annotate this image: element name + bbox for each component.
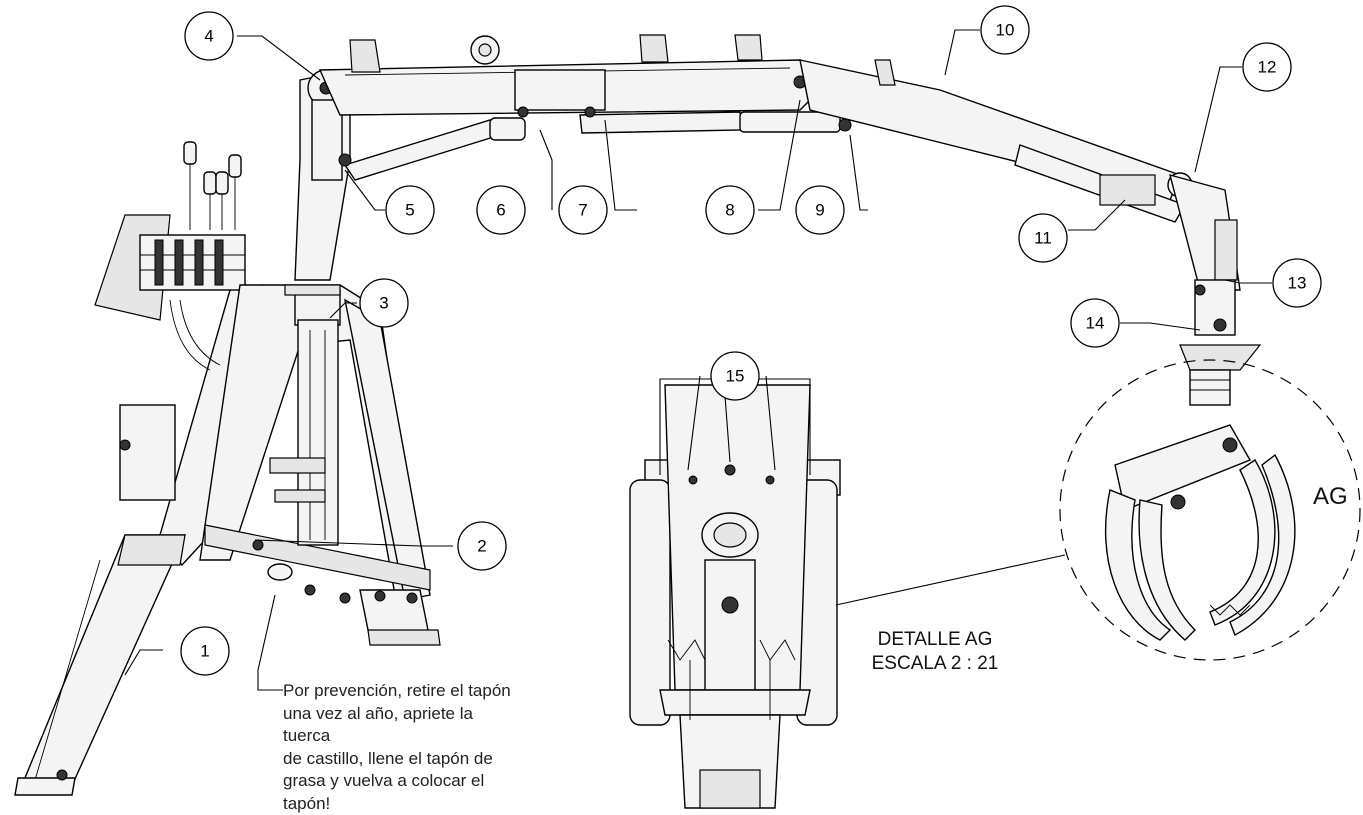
callout-2: 2 — [458, 522, 506, 570]
svg-text:9: 9 — [815, 201, 824, 220]
callout-9: 9 — [796, 186, 844, 234]
maintenance-note: Por prevención, retire el tapón una vez … — [283, 680, 523, 815]
callout-8: 8 — [706, 186, 754, 234]
detail-caption: DETALLE AG ESCALA 2 : 21 — [820, 628, 1050, 676]
rotator — [1180, 280, 1260, 405]
callout-11: 11 — [1019, 214, 1067, 262]
svg-text:4: 4 — [204, 27, 213, 46]
callout-14: 14 — [1071, 299, 1119, 347]
svg-text:6: 6 — [496, 201, 505, 220]
svg-text:12: 12 — [1258, 58, 1277, 77]
svg-text:10: 10 — [996, 21, 1015, 40]
callout-7: 7 — [559, 186, 607, 234]
callout-3: 3 — [360, 279, 408, 327]
callout-4: 4 — [185, 12, 233, 60]
svg-text:8: 8 — [725, 201, 734, 220]
callout-15: 15 — [711, 352, 759, 400]
svg-text:5: 5 — [405, 201, 414, 220]
callout-10: 10 — [981, 6, 1029, 54]
telescopic-arm — [800, 60, 1240, 290]
callout-13: 13 — [1273, 259, 1321, 307]
note-line-3: de castillo, llene el tapón de — [283, 748, 523, 771]
note-line-1: Por prevención, retire el tapón — [283, 680, 523, 703]
svg-text:15: 15 — [726, 367, 745, 386]
callout-12: 12 — [1243, 43, 1291, 91]
svg-text:11: 11 — [1034, 229, 1052, 248]
callout-1: 1 — [181, 627, 229, 675]
svg-text:3: 3 — [379, 294, 388, 313]
svg-text:13: 13 — [1288, 274, 1307, 293]
svg-text:14: 14 — [1086, 314, 1105, 333]
svg-text:2: 2 — [477, 537, 486, 556]
callout-6: 6 — [477, 186, 525, 234]
note-line-4: grasa y vuelva a colocar el — [283, 770, 523, 793]
detail-marker-label: AG — [1313, 483, 1348, 511]
callout-5: 5 — [386, 186, 434, 234]
detail-scale: ESCALA 2 : 21 — [820, 652, 1050, 676]
detail-view-ag — [630, 385, 840, 808]
upper-boom — [320, 35, 820, 115]
svg-text:7: 7 — [578, 201, 587, 220]
detail-title: DETALLE AG — [820, 628, 1050, 652]
svg-text:1: 1 — [200, 642, 209, 661]
note-line-2: una vez al año, apriete la tuerca — [283, 703, 523, 748]
